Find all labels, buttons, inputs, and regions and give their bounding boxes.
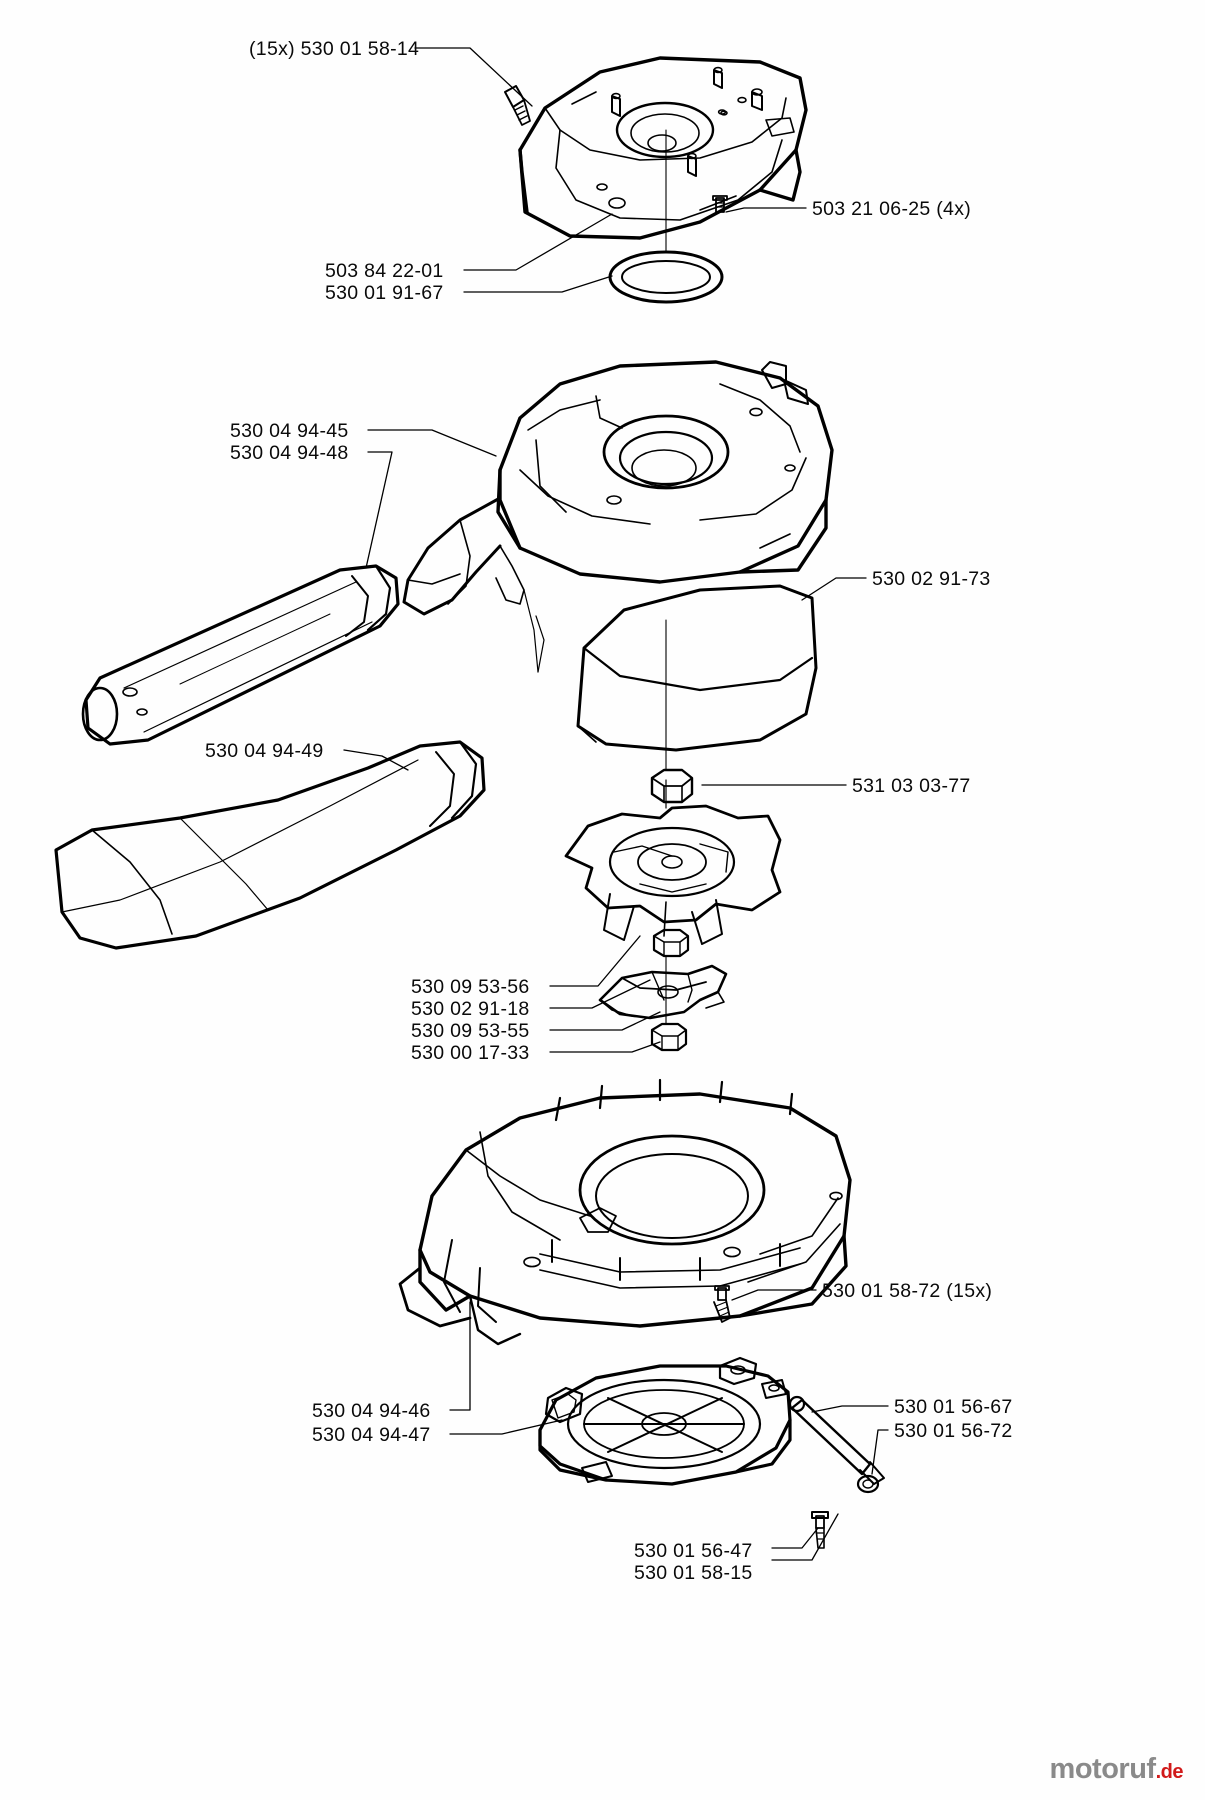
callout-530-02-91-73: 530 02 91-73 xyxy=(872,568,991,590)
retaining-screw-part xyxy=(811,1511,829,1549)
callout-530-04-94-49: 530 04 94-49 xyxy=(205,740,324,762)
vacuum-nozzle-part xyxy=(54,740,486,950)
callout-530-01-58-14: (15x) 530 01 58-14 xyxy=(249,38,420,60)
callout-530-04-94-47: 530 04 94-47 xyxy=(312,1424,431,1446)
upper-housing-cover-part xyxy=(504,56,808,240)
impeller-nut-lower xyxy=(652,928,690,958)
callout-530-04-94-48: 530 04 94-48 xyxy=(230,442,349,464)
watermark-text-de: .de xyxy=(1155,1761,1184,1783)
callout-530-01-56-47: 530 01 56-47 xyxy=(634,1540,753,1562)
callout-503-84-22-01: 503 84 22-01 xyxy=(325,260,444,282)
callout-531-03-03-77: 531 03 03-77 xyxy=(852,775,971,797)
shredder-blade-part xyxy=(598,964,728,1020)
callout-530-01-91-67: 530 01 91-67 xyxy=(325,282,444,304)
blower-tube-part xyxy=(81,564,400,746)
watermark-text-motor: motor xyxy=(1049,1753,1130,1785)
impeller-band-part xyxy=(576,584,818,752)
impeller-nut-bottom xyxy=(650,955,688,1052)
callout-530-04-94-46: 530 04 94-46 xyxy=(312,1400,431,1422)
callout-530-04-94-45: 530 04 94-45 xyxy=(230,420,349,442)
callout-530-02-91-18: 530 02 91-18 xyxy=(411,998,530,1020)
callout-503-21-06-25: 503 21 06-25 (4x) xyxy=(812,198,972,220)
fan-housing-lower-part xyxy=(398,1078,852,1346)
watermark-text-uf: uf xyxy=(1129,1753,1156,1785)
fan-housing-upper-part xyxy=(402,360,834,673)
callout-530-01-58-72: 530 01 58-72 (15x) xyxy=(822,1280,993,1302)
hinge-pin-part xyxy=(788,1395,885,1494)
impeller-fan-part xyxy=(564,619,782,945)
callout-530-00-17-33: 530 00 17-33 xyxy=(411,1042,530,1064)
callout-530-09-53-55: 530 09 53-55 xyxy=(411,1020,530,1042)
callout-530-01-58-15: 530 01 58-15 xyxy=(634,1562,753,1584)
callout-530-01-56-72: 530 01 56-72 xyxy=(894,1420,1013,1442)
callout-530-09-53-56: 530 09 53-56 xyxy=(411,976,530,998)
callout-530-01-56-67: 530 01 56-67 xyxy=(894,1396,1013,1418)
site-watermark: motoruf.de xyxy=(1049,1753,1184,1786)
inlet-cover-grill-part xyxy=(538,1356,792,1486)
leader-lines xyxy=(343,47,889,1561)
